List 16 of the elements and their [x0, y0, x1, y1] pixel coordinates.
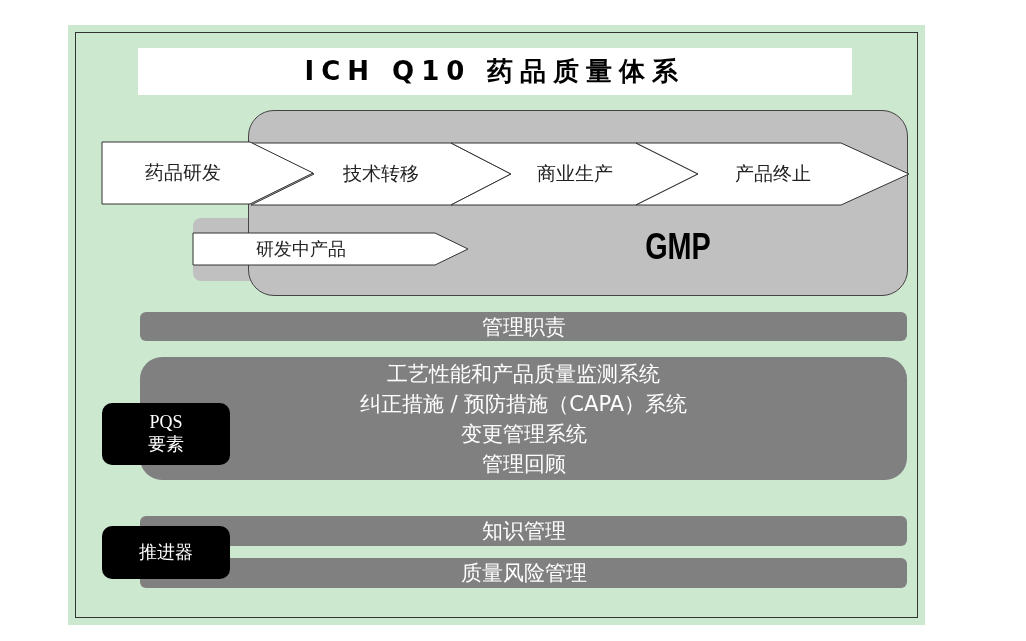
- elements-panel: [140, 357, 907, 480]
- gmp-panel: [248, 110, 908, 296]
- process-stage: 研发中产品: [193, 233, 468, 265]
- panel-label: GMP: [645, 229, 711, 265]
- category-tag: PQS 要素: [102, 403, 230, 465]
- process-stage: 商业生产: [451, 143, 698, 205]
- bar: 管理职责: [140, 312, 907, 341]
- element-label: 管理回顾: [481, 450, 566, 478]
- process-stage: 技术转移: [251, 143, 511, 205]
- element-label: 变更管理系统: [460, 420, 587, 448]
- process-stage: 产品终止: [636, 143, 909, 205]
- category-tag: 推进器: [102, 526, 230, 579]
- title-banner: ICH Q10 药品质量体系: [138, 48, 852, 95]
- element-label: 纠正措施 / 预防措施（CAPA）系统: [359, 390, 688, 418]
- element-label: 工艺性能和产品质量监测系统: [387, 360, 660, 388]
- process-stage: 药品研发: [102, 142, 313, 204]
